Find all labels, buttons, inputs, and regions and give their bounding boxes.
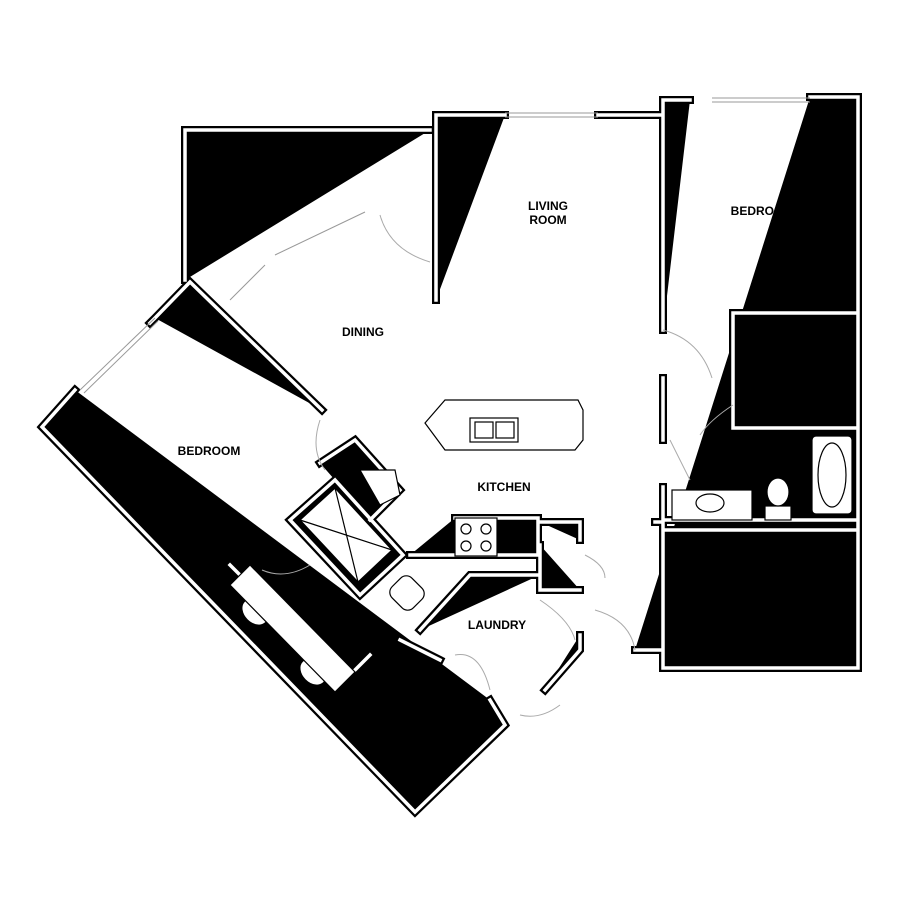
label-bath-left: BATH [316, 603, 348, 617]
fixtures [229, 399, 853, 693]
label-bath-right: BATH [749, 455, 781, 469]
label-closet-left: CLOSET [396, 713, 445, 727]
windows [79, 97, 810, 394]
label-patio: PATIO [258, 187, 293, 201]
label-closet-right: CLOSET [772, 367, 821, 381]
label-dining: DINING [342, 325, 384, 339]
label-study: STUDY [742, 591, 783, 605]
toilet-left [389, 575, 425, 611]
label-bedroom-left: BEDROOM [178, 444, 241, 458]
label-living-2: ROOM [529, 213, 566, 227]
label-living-1: LIVING [528, 199, 568, 213]
label-laundry: LAUNDRY [468, 618, 526, 632]
walls [42, 97, 858, 812]
label-kitchen: KITCHEN [477, 480, 530, 494]
doors [261, 214, 734, 717]
label-bedroom-right: BEDROOM [731, 204, 794, 218]
toilet [764, 505, 792, 521]
stove [454, 517, 498, 557]
room-labels: PATIO LIVING ROOM BEDROOM DINING CLOSET … [178, 187, 821, 727]
